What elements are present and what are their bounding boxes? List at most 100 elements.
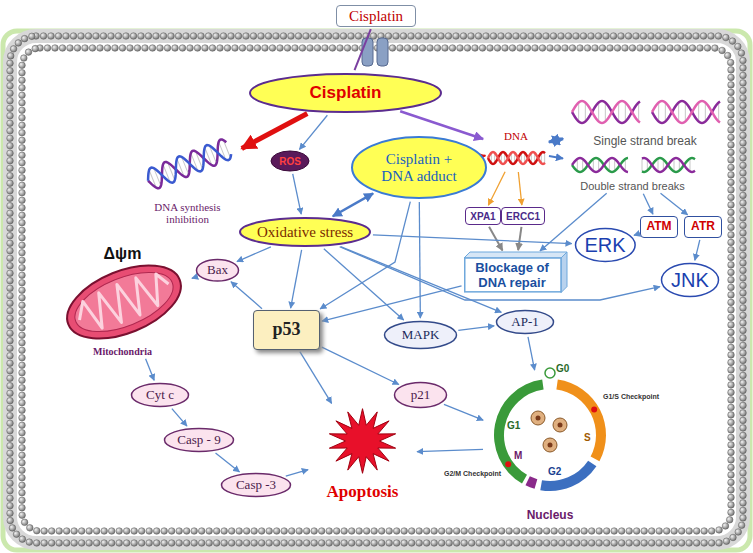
illustration-part	[57, 251, 191, 353]
illustration-part	[329, 45, 336, 52]
illustration-part	[498, 33, 505, 40]
illustration-part	[311, 528, 318, 535]
illustration-part	[7, 187, 14, 194]
illustration-part	[19, 437, 26, 444]
illustration-part	[19, 399, 26, 406]
illustration-part	[588, 528, 595, 535]
illustration-part	[678, 528, 685, 535]
connector-arrow	[444, 404, 483, 420]
illustration-part	[678, 540, 685, 547]
illustration-part	[693, 540, 700, 547]
node-label: Double strand breaks	[580, 180, 685, 192]
illustration-part	[59, 45, 66, 52]
illustration-part	[740, 57, 747, 64]
illustration-part	[629, 45, 636, 52]
illustration-part	[7, 217, 14, 224]
illustration-part	[175, 33, 182, 40]
illustration-part	[730, 534, 737, 541]
illustration-part	[431, 540, 438, 547]
illustration-part	[740, 207, 747, 214]
illustration-part	[101, 528, 108, 535]
node-label: Oxidative stress	[257, 224, 353, 241]
illustration-part	[438, 540, 445, 547]
illustration-part	[19, 362, 26, 369]
illustration-part	[56, 528, 63, 535]
illustration-part	[318, 540, 325, 547]
illustration-part	[172, 45, 179, 52]
illustration-part	[397, 45, 404, 52]
illustration-part	[7, 472, 14, 479]
illustration-part	[740, 290, 747, 297]
illustration-part	[93, 33, 100, 40]
illustration-part	[296, 540, 303, 547]
illustration-part	[728, 202, 735, 209]
illustration-part	[740, 260, 747, 267]
illustration-part	[554, 45, 561, 52]
connector-arrow	[483, 155, 485, 157]
illustration-part	[19, 152, 26, 159]
illustration-part	[704, 45, 711, 52]
illustration-part	[728, 337, 735, 344]
illustration-part	[740, 177, 747, 184]
illustration-part	[663, 528, 670, 535]
illustration-part	[728, 239, 735, 246]
illustration-part	[572, 158, 695, 172]
dna-picture: DNA synthesis inhibition	[135, 130, 240, 225]
illustration-part	[740, 492, 747, 499]
illustration-part	[728, 494, 735, 501]
illustration-part	[72, 266, 175, 336]
illustration-part	[243, 33, 250, 40]
illustration-part	[625, 102, 626, 121]
illustration-part	[176, 528, 183, 535]
illustration-part	[728, 157, 735, 164]
illustration-part	[728, 104, 735, 111]
p53-box: p53	[253, 310, 320, 350]
illustration-part	[611, 528, 618, 535]
illustration-part	[513, 33, 520, 40]
illustration-part	[595, 33, 602, 40]
connector-arrow	[518, 227, 521, 250]
illustration-part	[528, 540, 535, 547]
illustration-part	[217, 45, 224, 52]
illustration-part	[307, 45, 314, 52]
illustration-part	[603, 528, 610, 535]
illustration-part	[740, 470, 747, 477]
illustration-part	[116, 528, 123, 535]
phase-label: G2	[548, 466, 561, 477]
connector-arrow	[661, 193, 688, 215]
illustration-part	[728, 442, 735, 449]
illustration-part	[371, 528, 378, 535]
illustration-part	[728, 307, 735, 314]
illustration-part	[19, 429, 26, 436]
illustration-part	[19, 392, 26, 399]
connector-arrow	[333, 193, 373, 216]
illustration-part	[740, 110, 747, 117]
illustration-part	[7, 427, 14, 434]
illustration-part	[487, 45, 494, 52]
illustration-part	[740, 372, 747, 379]
illustration-part	[505, 33, 512, 40]
illustration-part	[205, 33, 212, 40]
illustration-part	[10, 36, 743, 543]
illustration-part	[183, 540, 190, 547]
illustration-part	[386, 528, 393, 535]
illustration-part	[605, 102, 606, 121]
illustration-part	[728, 97, 735, 104]
illustration-part	[7, 300, 14, 307]
illustration-part	[7, 450, 14, 457]
sensor-box: ATM	[640, 216, 678, 238]
illustration-part	[461, 528, 468, 535]
illustration-part	[690, 159, 691, 172]
illustration-part	[19, 504, 26, 511]
illustration-part	[728, 367, 735, 374]
illustration-part	[7, 255, 14, 262]
illustration-part	[7, 382, 14, 389]
illustration-part	[131, 528, 138, 535]
illustration-part	[10, 36, 743, 543]
illustration-part	[108, 540, 115, 547]
illustration-part	[740, 237, 747, 244]
illustration-part	[19, 459, 26, 466]
illustration-part	[243, 540, 250, 547]
illustration-part	[728, 487, 735, 494]
connector-arrow	[549, 156, 563, 159]
